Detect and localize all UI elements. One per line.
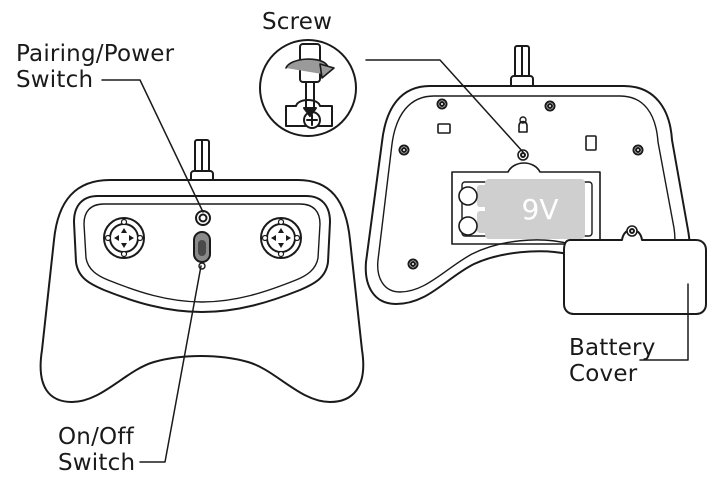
screw-hole [544, 100, 556, 112]
screw-hole [632, 144, 644, 156]
onoff-label-line2: Switch [58, 450, 136, 476]
battery-cover [563, 225, 707, 315]
antenna-cable-icon [510, 45, 534, 89]
screw-hole [398, 144, 410, 156]
pairing-power-switch [195, 210, 211, 226]
screwdriver-icon [285, 43, 335, 117]
screw-hole [407, 258, 419, 270]
controller-back: 9V [364, 45, 707, 315]
battery-label-line2: Cover [569, 361, 638, 387]
screw-label: Screw [262, 9, 333, 35]
directional-pad-icon [103, 217, 145, 259]
pairing-label-line1: Pairing/Power [16, 41, 175, 67]
controller-front-plate [73, 195, 331, 313]
button-pad-icon [260, 217, 302, 259]
screw-hole [436, 98, 448, 110]
leader-lines [101, 59, 689, 463]
battery-voltage-label: 9V [522, 193, 559, 226]
pairing-label-line2: Switch [16, 67, 94, 93]
on-off-switch-label: On/Off Switch [58, 424, 135, 476]
battery-label-line1: Battery [569, 335, 656, 361]
battery-cover-label: Battery Cover [569, 335, 656, 387]
screw-callout [259, 39, 357, 137]
controller-front [39, 139, 365, 403]
onoff-label-line1: On/Off [58, 424, 134, 450]
battery-9v: 9V [458, 179, 585, 239]
antenna-cable-icon [190, 139, 214, 184]
pairing-power-switch-label: Pairing/Power Switch [16, 41, 174, 93]
on-off-switch [193, 231, 211, 270]
